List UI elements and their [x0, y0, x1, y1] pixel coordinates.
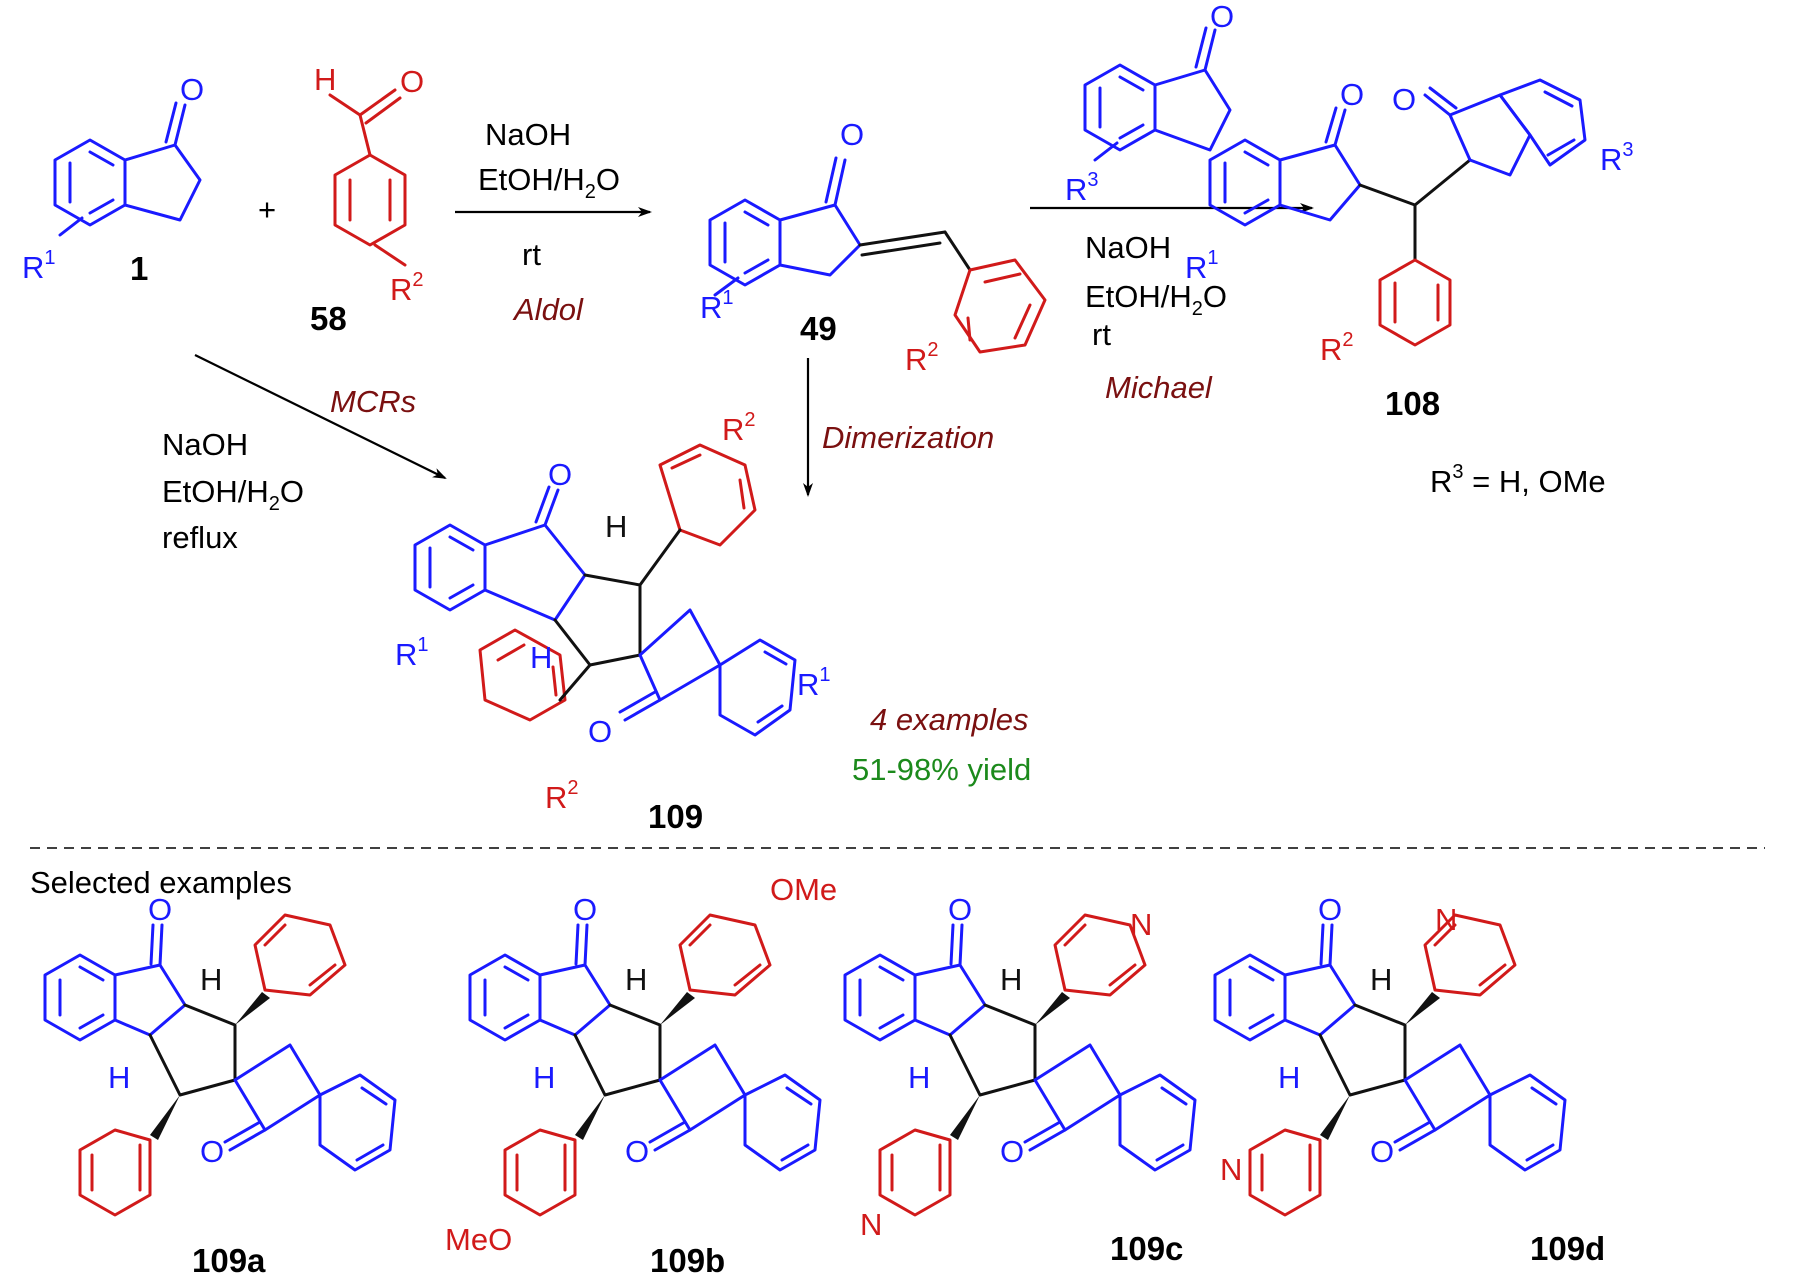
compound-49-label: 49 [800, 310, 837, 347]
compound-1-label: 1 [130, 250, 148, 287]
plus-sign: + [258, 192, 276, 227]
svg-text:R1: R1 [395, 634, 429, 672]
svg-text:O: O [148, 892, 172, 927]
svg-text:H: H [1000, 962, 1022, 997]
yield-range: 51-98% yield [852, 752, 1031, 787]
carbonyl-o-label: O [180, 72, 204, 107]
indanone-1-structure: O R1 [22, 72, 204, 285]
svg-text:H: H [314, 62, 336, 97]
michael-solvent: EtOH/H2O [1085, 279, 1227, 320]
michael-adduct-108-structure: O O R1 R3 R2 [1185, 77, 1634, 367]
svg-text:O: O [1210, 0, 1234, 34]
svg-text:H: H [530, 640, 552, 675]
svg-text:H: H [908, 1060, 930, 1095]
svg-text:R3: R3 [1065, 169, 1099, 207]
svg-text:H: H [108, 1060, 130, 1095]
svg-text:H: H [1370, 962, 1392, 997]
svg-text:O: O [573, 892, 597, 927]
michael-reagent-base: NaOH [1085, 230, 1171, 265]
compound-109b-label: 109b [650, 1242, 725, 1279]
svg-text:R1: R1 [1185, 247, 1219, 285]
examples-count: 4 examples [870, 702, 1029, 737]
svg-text:R1: R1 [797, 664, 831, 702]
svg-text:R2: R2 [390, 269, 424, 307]
michael-reaction-name: Michael [1105, 370, 1213, 405]
svg-text:O: O [1000, 1134, 1024, 1169]
svg-text:H: H [533, 1060, 555, 1095]
svg-text:N: N [1130, 907, 1152, 942]
enone-49-structure: O R1 R2 [700, 117, 1047, 377]
svg-text:MeO: MeO [445, 1222, 512, 1257]
svg-text:R2: R2 [905, 339, 939, 377]
svg-text:O: O [1318, 892, 1342, 927]
svg-text:O: O [1370, 1134, 1394, 1169]
mcr-reagent-base: NaOH [162, 427, 248, 462]
aldol-solvent: EtOH/H2O [478, 162, 620, 203]
dimerization-label: Dimerization [822, 420, 994, 455]
benzaldehyde-58-structure: H O R2 [314, 62, 424, 307]
compound-109a-label: 109a [192, 1242, 266, 1279]
dimer-109-structure: O H H O R1 R1 R2 R2 [395, 409, 831, 815]
mcr-solvent: EtOH/H2O [162, 474, 304, 515]
aldol-reaction-name: Aldol [512, 292, 584, 327]
svg-text:N: N [1220, 1152, 1242, 1187]
svg-text:OMe: OMe [770, 872, 837, 907]
svg-text:O: O [1392, 82, 1416, 117]
svg-text:O: O [588, 714, 612, 749]
svg-text:R2: R2 [1320, 329, 1354, 367]
mcr-reaction-name: MCRs [330, 384, 416, 419]
svg-text:O: O [840, 117, 864, 152]
svg-text:H: H [625, 962, 647, 997]
svg-text:R3: R3 [1600, 139, 1634, 177]
mcr-temperature: reflux [162, 520, 238, 555]
aldol-temperature: rt [522, 237, 541, 272]
compound-109d-label: 109d [1530, 1230, 1605, 1267]
svg-text:O: O [548, 457, 572, 492]
indanone-r3-structure: O R3 [1065, 0, 1234, 207]
svg-text:R2: R2 [545, 777, 579, 815]
compound-109c-label: 109c [1110, 1230, 1183, 1267]
svg-text:H: H [605, 509, 627, 544]
svg-text:R2: R2 [722, 409, 756, 447]
svg-text:N: N [860, 1207, 882, 1242]
compound-109-label: 109 [648, 798, 703, 835]
svg-text:H: H [200, 962, 222, 997]
mcr-arrow [194, 354, 447, 479]
svg-text:N: N [1435, 902, 1457, 937]
r3-definition: R3 = H, OMe [1430, 461, 1606, 499]
svg-text:O: O [400, 64, 424, 99]
svg-text:R1: R1 [700, 287, 734, 325]
svg-text:O: O [625, 1134, 649, 1169]
svg-text:O: O [948, 892, 972, 927]
selected-examples-heading: Selected examples [30, 865, 292, 900]
compound-58-label: 58 [310, 300, 347, 337]
svg-text:R1: R1 [22, 247, 56, 285]
svg-text:O: O [1340, 77, 1364, 112]
aldol-reagent-base: NaOH [485, 117, 571, 152]
svg-text:H: H [1278, 1060, 1300, 1095]
svg-text:O: O [200, 1134, 224, 1169]
michael-temperature: rt [1092, 317, 1111, 352]
compound-108-label: 108 [1385, 385, 1440, 422]
